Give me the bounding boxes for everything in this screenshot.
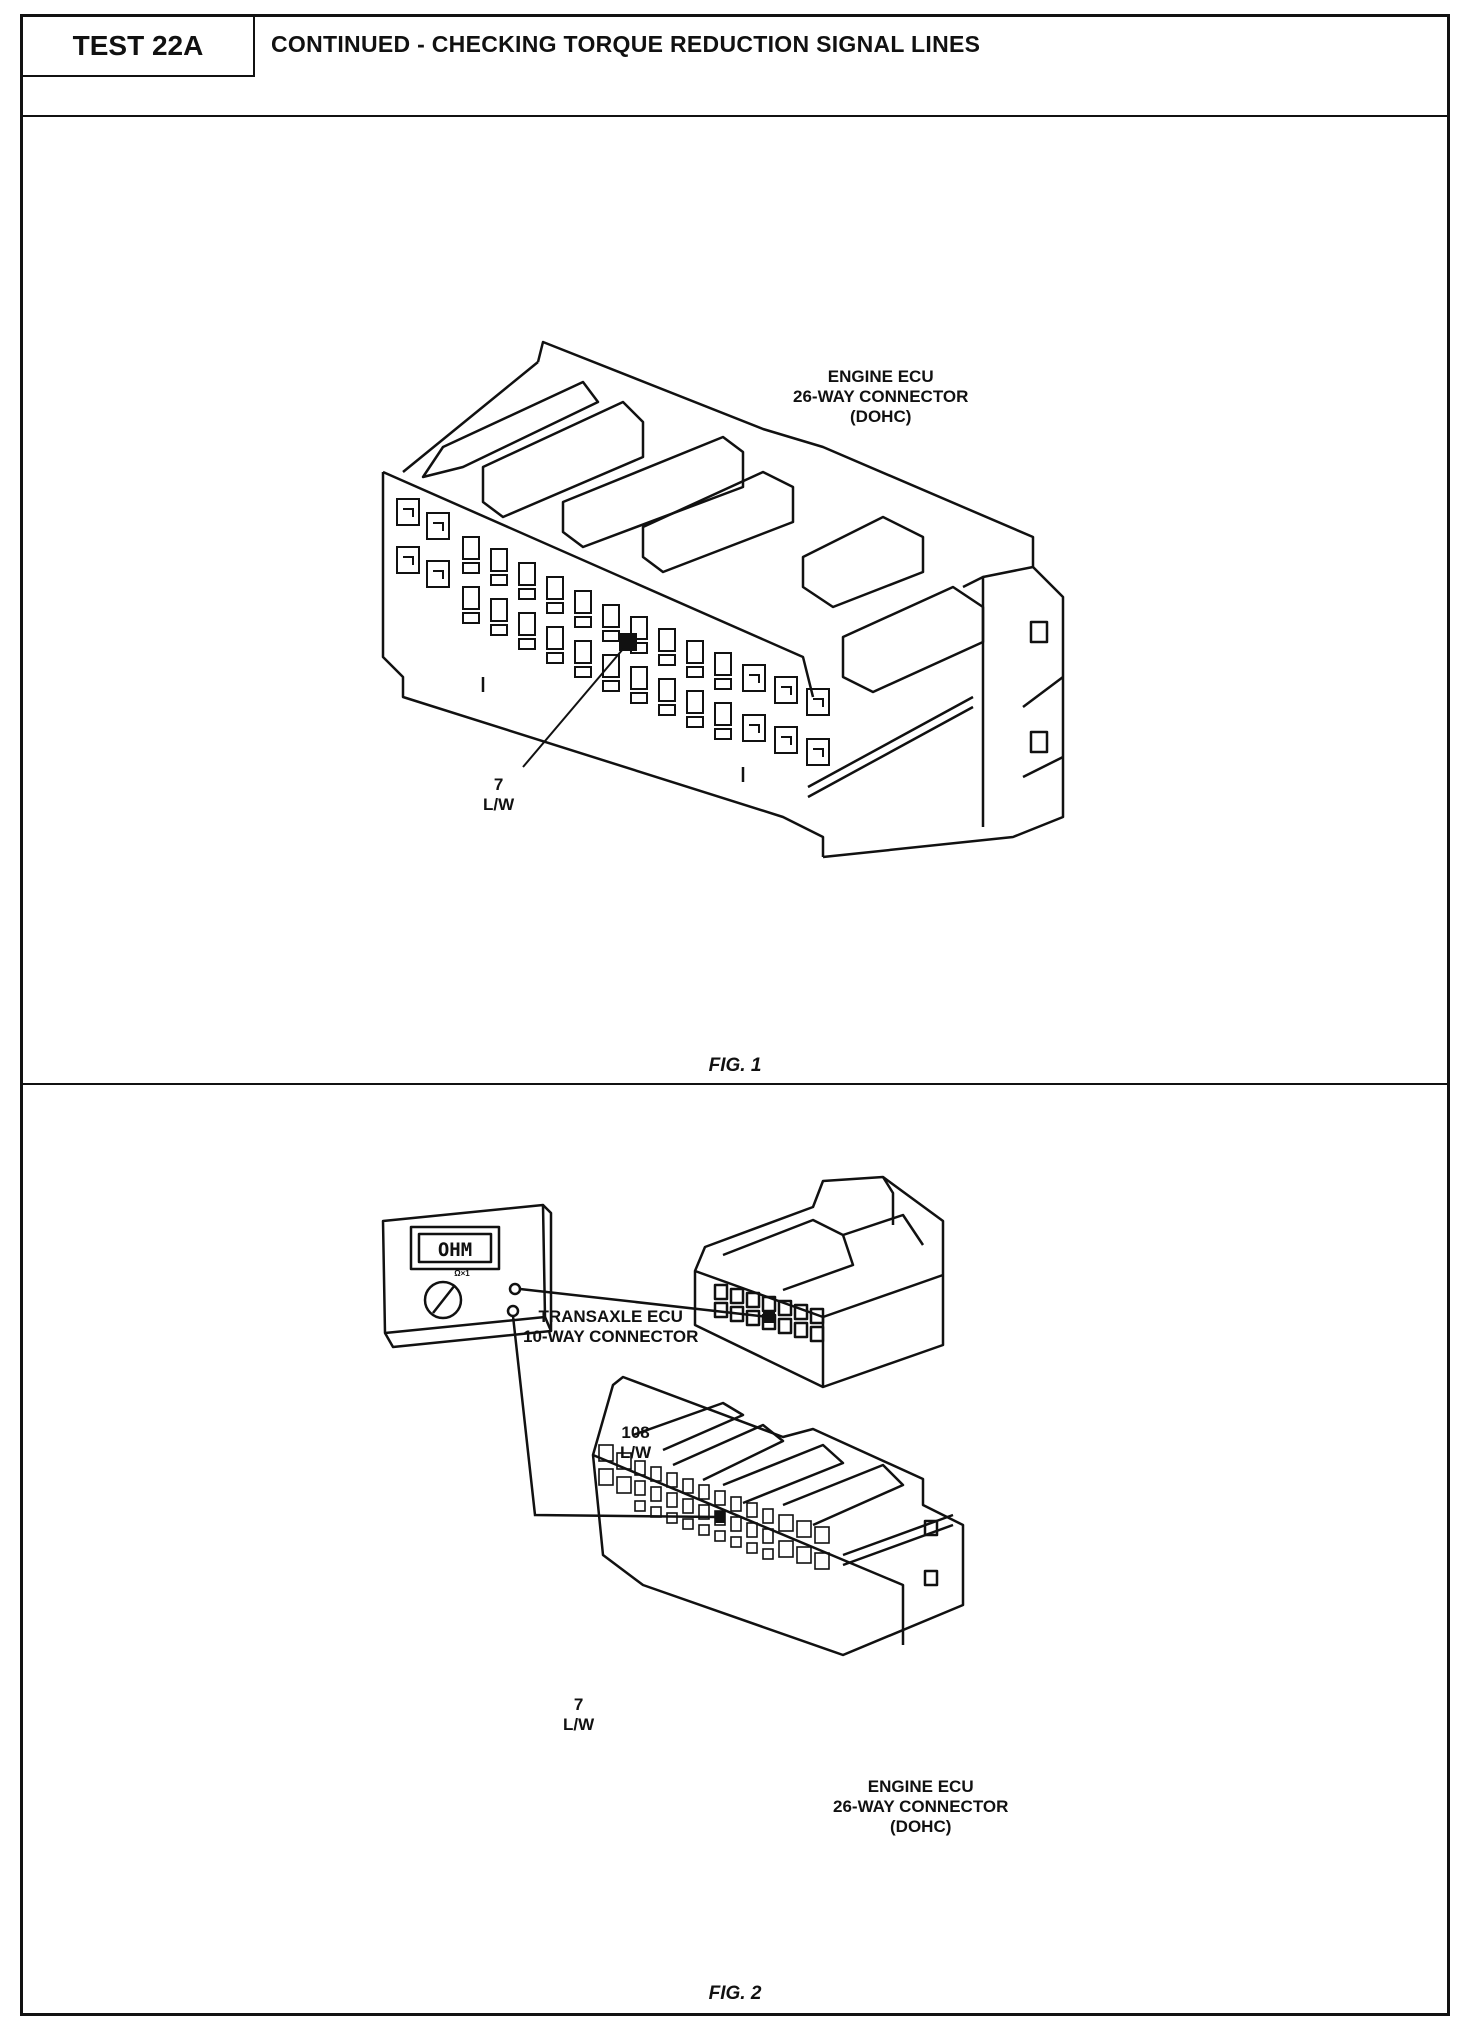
page-title: CONTINUED - CHECKING TORQUE REDUCTION SI… — [271, 31, 981, 57]
figure-2-panel: OHM Ω×1 TRANSAXLE ECU 10-WAY CONNECTOR 1… — [23, 1085, 1447, 2013]
meter-display: OHM — [437, 1239, 473, 1261]
engine-ecu-connector-label: ENGINE ECU 26-WAY CONNECTOR (DOHC) — [793, 367, 969, 426]
transaxle-ecu-connector-label: TRANSAXLE ECU 10-WAY CONNECTOR — [523, 1307, 699, 1346]
engine-pin-7-label: 7 L/W — [563, 1695, 595, 1734]
figure-1-panel: ENGINE ECU 26-WAY CONNECTOR (DOHC) 7 L/W… — [23, 117, 1447, 1085]
transaxle-pin-108-label: 108 L/W — [620, 1423, 652, 1462]
figure-2-caption: FIG. 2 — [708, 1983, 762, 2004]
header: TEST 22A CONTINUED - CHECKING TORQUE RED… — [23, 17, 1447, 117]
meter-range-label: Ω×1 — [454, 1269, 470, 1278]
test-lead-7 — [511, 1315, 720, 1519]
pin-7-label: 7 L/W — [483, 775, 515, 814]
pin-7-marker — [715, 1511, 725, 1523]
engine-ecu-connector-drawing — [381, 340, 1065, 859]
test-id: TEST 22A — [23, 17, 255, 77]
continuity-test-drawing — [381, 1175, 965, 1657]
test-lead-108 — [519, 1287, 770, 1319]
pin-7-marker — [619, 633, 637, 651]
engine-ecu-connector-label: ENGINE ECU 26-WAY CONNECTOR (DOHC) — [833, 1777, 1009, 1836]
figure-1-caption: FIG. 1 — [708, 1055, 762, 1076]
page-frame: TEST 22A CONTINUED - CHECKING TORQUE RED… — [20, 14, 1450, 2016]
